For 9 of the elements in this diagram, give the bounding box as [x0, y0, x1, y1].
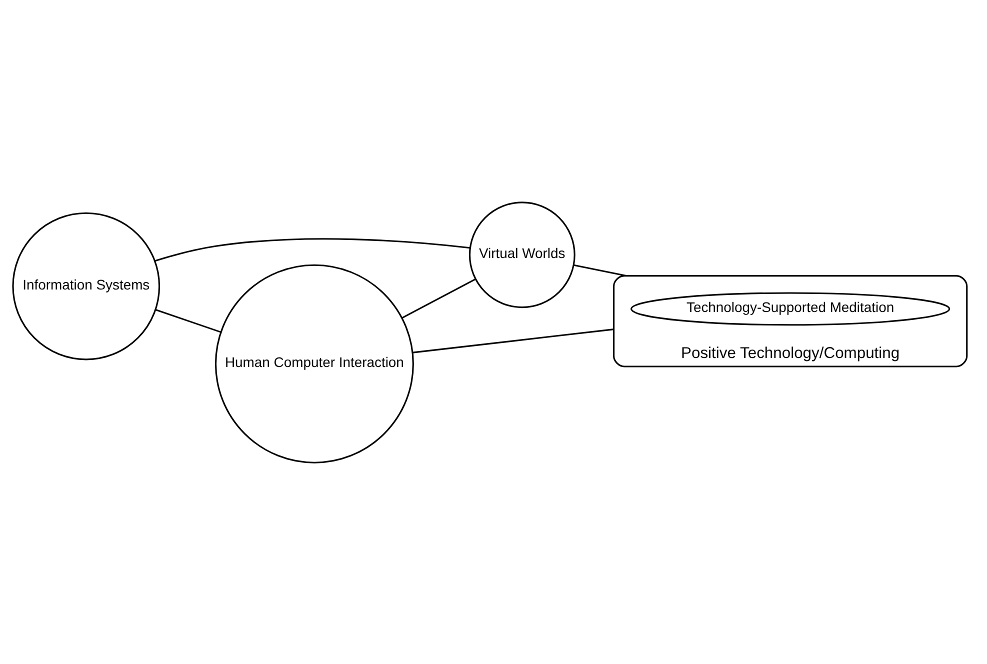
connector: [155, 308, 221, 332]
node-circle: Human Computer Interaction: [214, 264, 414, 463]
connector: [402, 278, 476, 318]
connector: [412, 328, 614, 353]
node-circle: Virtual Worlds: [468, 201, 576, 308]
node-ellipse: Technology-Supported Meditation: [630, 292, 950, 326]
connector: [574, 264, 626, 276]
node-circle: Information Systems: [12, 212, 160, 360]
connector: [154, 238, 470, 262]
